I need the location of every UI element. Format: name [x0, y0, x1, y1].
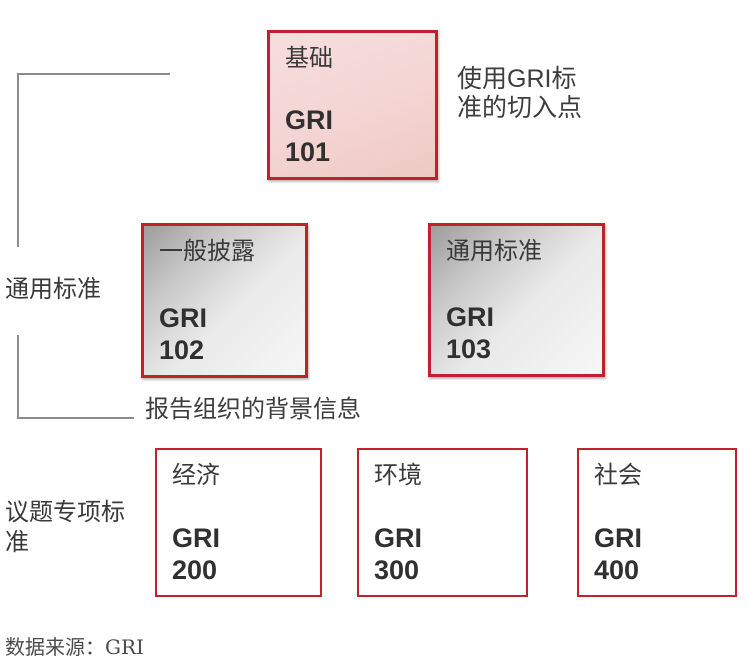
- entry-point-note: 使用GRI标 准的切入点: [457, 65, 583, 123]
- box-gri-102-title: 一般披露: [159, 238, 255, 265]
- box-gri-101-title: 基础: [285, 45, 333, 72]
- box-gri-400-title: 社会: [594, 462, 642, 489]
- box-gri-101-code: GRI 101: [285, 105, 334, 168]
- label-topic-specific-standards: 议题专项标 准: [5, 499, 125, 556]
- label-general-standards: 通用标准: [5, 276, 101, 303]
- box-gri-200: 经济 GRI 200: [155, 448, 322, 597]
- box-gri-300-title: 环境: [374, 462, 422, 489]
- context-info-note: 报告组织的背景信息: [145, 396, 361, 423]
- box-gri-400-code: GRI 400: [594, 523, 643, 586]
- box-gri-200-title: 经济: [172, 462, 220, 489]
- box-gri-400: 社会 GRI 400: [577, 448, 737, 597]
- box-gri-102-code: GRI 102: [159, 303, 208, 366]
- bracket-general-standards-top: [17, 73, 170, 247]
- box-gri-200-code: GRI 200: [172, 523, 221, 586]
- box-gri-103-code: GRI 103: [446, 302, 495, 365]
- box-gri-101: 基础 GRI 101: [267, 30, 438, 180]
- box-gri-300-code: GRI 300: [374, 523, 423, 586]
- bracket-general-standards-bottom: [17, 335, 134, 419]
- box-gri-103-title: 通用标准: [446, 238, 542, 265]
- box-gri-300: 环境 GRI 300: [357, 448, 528, 597]
- box-gri-102: 一般披露 GRI 102: [141, 223, 308, 378]
- data-source-note: 数据来源：GRI: [5, 635, 144, 659]
- box-gri-103: 通用标准 GRI 103: [428, 223, 605, 377]
